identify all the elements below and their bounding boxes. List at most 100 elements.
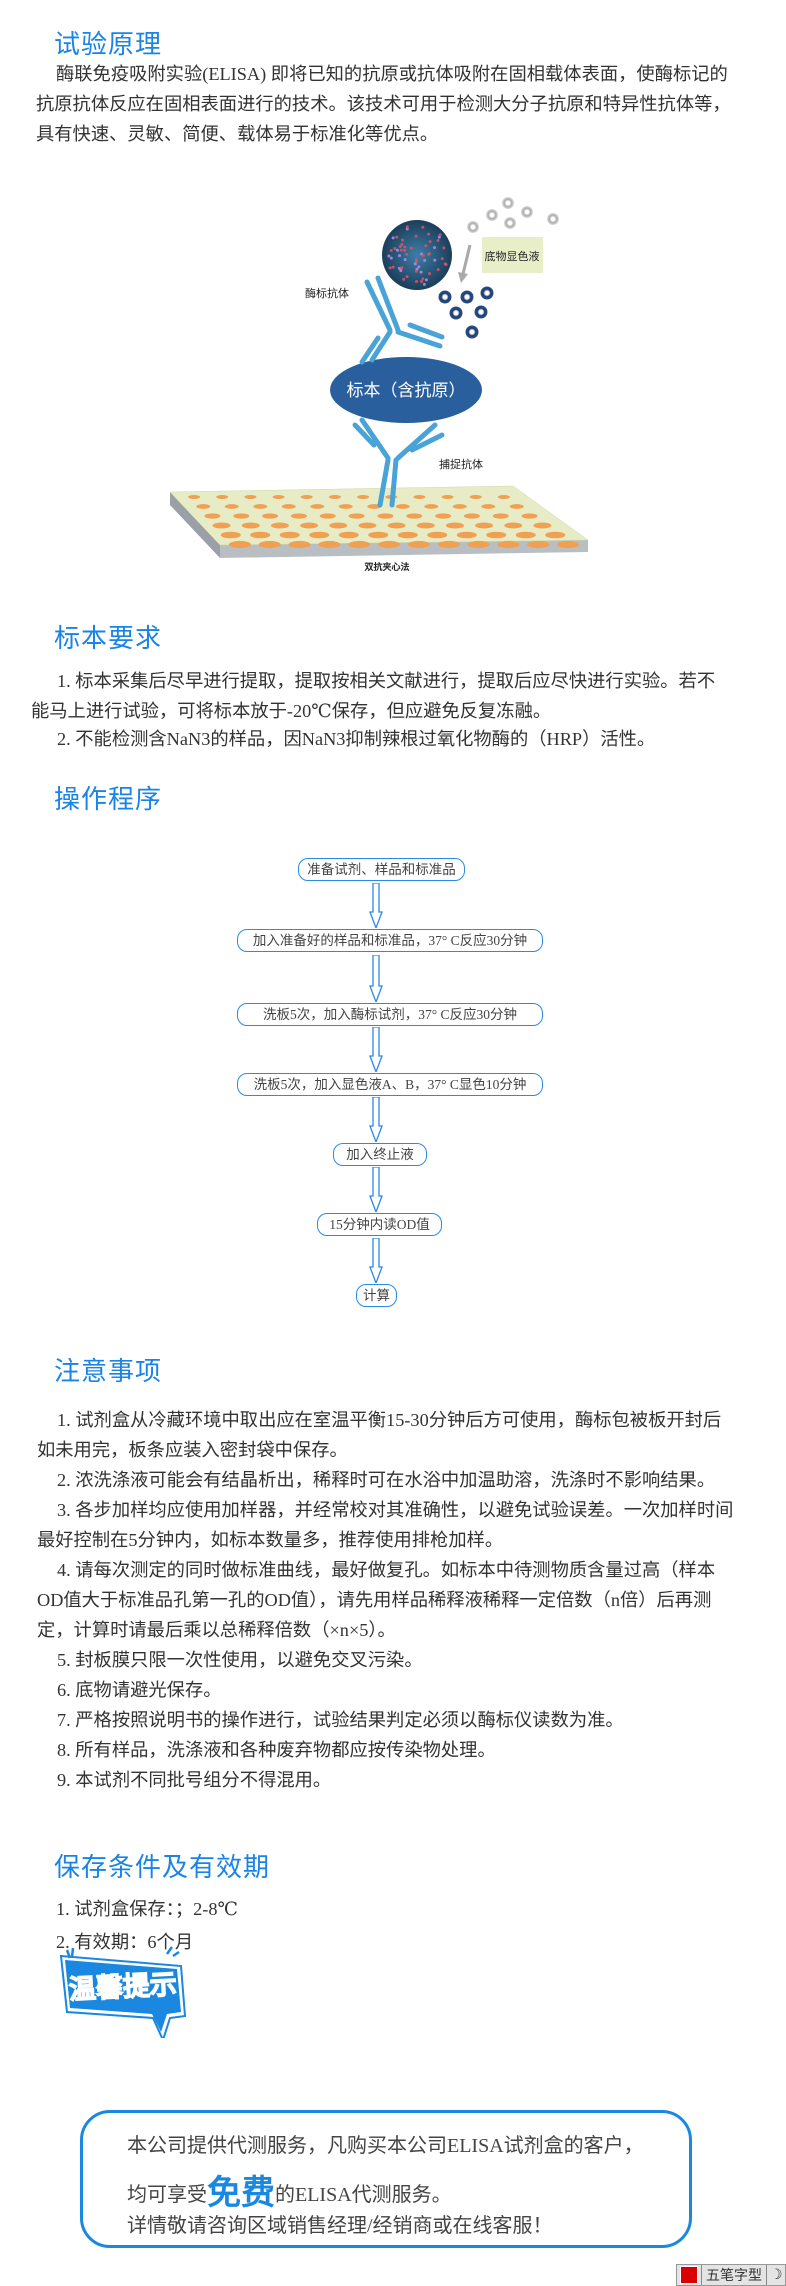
note-item: 8. 所有样品，洗涤液和各种废弃物都应按传染物处理。 <box>37 1735 737 1765</box>
well <box>510 504 524 509</box>
well <box>229 541 251 548</box>
well <box>259 541 281 548</box>
bead-spot <box>437 268 440 271</box>
well <box>388 523 406 529</box>
bead-spot <box>424 244 427 247</box>
method-label: 双抗夹心法 <box>364 561 409 572</box>
bead-spot <box>433 259 436 262</box>
well <box>442 495 454 499</box>
well <box>453 504 467 509</box>
arrow-down-icon <box>369 1167 383 1212</box>
well <box>516 532 536 539</box>
well <box>310 504 324 509</box>
well <box>221 532 241 539</box>
well <box>233 513 249 518</box>
well <box>282 504 296 509</box>
bead-spot <box>414 262 417 265</box>
enzyme-antibody <box>362 278 442 362</box>
well <box>527 541 549 548</box>
well <box>457 532 477 539</box>
well <box>464 513 480 518</box>
enzyme-antibody-label: 酶标抗体 <box>305 286 349 300</box>
arrow-down-icon <box>369 1097 383 1142</box>
well <box>368 532 388 539</box>
ime-mode-label[interactable]: 五笔字型 <box>701 2265 767 2285</box>
arrow-down-icon <box>369 955 383 1002</box>
bead-spot <box>390 257 393 260</box>
section-title-procedure: 操作程序 <box>54 784 162 814</box>
well <box>481 504 495 509</box>
product-dot <box>475 306 488 319</box>
well <box>262 513 278 518</box>
bead-spot <box>417 265 420 268</box>
well <box>253 504 267 509</box>
bead-spot <box>396 249 399 252</box>
product-dots <box>439 287 494 339</box>
ime-moon-icon[interactable]: ☽ <box>767 2267 783 2283</box>
flow-step-2: 加入准备好的样品和标准品，37° C反应30分钟 <box>237 929 543 952</box>
bead-spot <box>399 269 402 272</box>
substrate-dot <box>547 213 559 225</box>
note-item: 5. 封板膜只限一次性使用，以避免交叉污染。 <box>37 1645 737 1675</box>
bead-spot <box>387 255 390 258</box>
well <box>398 532 418 539</box>
bead-spot <box>392 266 395 269</box>
note-item: 4. 请每次测定的同时做标准曲线，最好做复孔。如标本中待测物质含量过高（样本OD… <box>37 1555 737 1645</box>
bead-spot <box>420 271 423 274</box>
bead-spot <box>423 283 426 286</box>
well <box>242 523 260 529</box>
substrate-dot <box>521 206 533 218</box>
well <box>408 541 430 548</box>
ime-status-bar[interactable]: 五笔字型 ☽ <box>676 2264 786 2286</box>
bead-spot <box>398 254 401 257</box>
bead-spot <box>420 280 423 283</box>
note-item: 3. 各步加样均应使用加样器，并经常校对其准确性，以避免试验误差。一次加样时间最… <box>37 1495 737 1555</box>
bead-spot <box>427 233 430 236</box>
well <box>468 541 490 548</box>
well <box>291 513 307 518</box>
well <box>271 523 289 529</box>
well <box>339 504 353 509</box>
note-item: 7. 严格按照说明书的操作进行，试验结果判定必须以酶标仪读数为准。 <box>37 1705 737 1735</box>
bead-spot <box>441 257 444 260</box>
well <box>244 495 256 499</box>
arrow-down-icon <box>369 1027 383 1072</box>
bead-spot <box>422 254 425 257</box>
well <box>188 495 200 499</box>
well <box>406 513 422 518</box>
well <box>300 523 318 529</box>
flow-step-1: 准备试剂、样品和标准品 <box>298 858 465 881</box>
bead-spot <box>400 249 403 252</box>
well <box>349 513 365 518</box>
well <box>357 495 369 499</box>
bead-spot <box>393 247 396 250</box>
product-dot <box>466 326 479 339</box>
bead-spot <box>406 225 409 228</box>
well <box>250 532 270 539</box>
well <box>427 532 447 539</box>
bead-spot <box>400 266 403 269</box>
flow-step-7: 计算 <box>356 1284 397 1307</box>
tip-line-2-post: 的ELISA代测服务。 <box>275 2184 452 2206</box>
bead-spot <box>403 249 406 252</box>
enzyme-bead <box>382 220 452 290</box>
bead-spot <box>442 246 445 249</box>
bead-spot <box>428 272 431 275</box>
product-dot <box>481 287 494 300</box>
section-title-storage: 保存条件及有效期 <box>54 1852 270 1882</box>
tip-line-3: 详情敬请咨询区域销售经理/经销商或在线客服！ <box>127 2209 553 2238</box>
well <box>557 541 579 548</box>
note-item: 2. 浓洗涤液可能会有结晶析出，稀释时可在水浴中加温助溶，洗涤时不影响结果。 <box>37 1465 737 1495</box>
product-dot <box>450 307 463 320</box>
bead-spot <box>402 278 405 281</box>
well <box>435 513 451 518</box>
well <box>339 532 359 539</box>
well <box>216 495 228 499</box>
bead-spot <box>428 252 431 255</box>
bead-spot <box>421 277 424 280</box>
well <box>396 504 410 509</box>
flow-step-6: 15分钟内读OD值 <box>317 1213 442 1236</box>
well <box>329 495 341 499</box>
well <box>498 495 510 499</box>
ime-logo-icon[interactable] <box>680 2266 698 2284</box>
